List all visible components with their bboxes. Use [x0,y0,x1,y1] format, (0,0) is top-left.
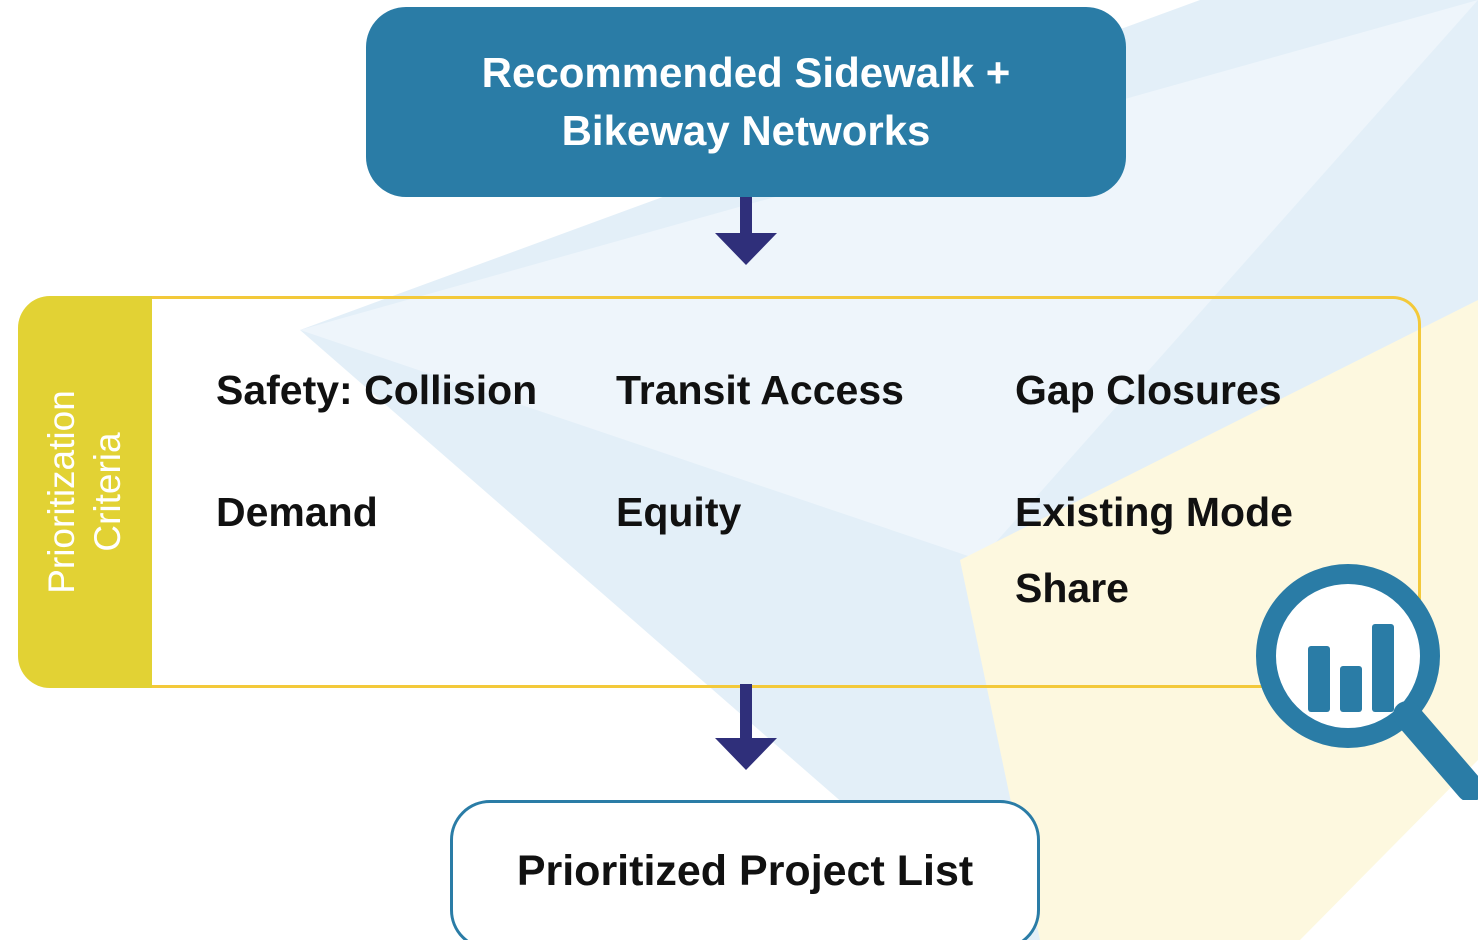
criteria-tab-label-line1: Prioritization [41,390,82,594]
criterion-existing-mode-share: Existing Mode Share [1015,489,1293,611]
bg-white-corner [1300,760,1478,940]
criterion-demand: Demand [216,489,378,535]
criteria-tab-label: Prioritization Criteria [39,390,131,594]
source-networks-box: Recommended Sidewalk + Bikeway Networks [366,7,1126,197]
criterion-safety-collision: Safety: Collision [216,367,538,413]
criterion-gap-closures: Gap Closures [1015,367,1282,413]
prioritization-criteria-panel: Prioritization Criteria Safety: Collisio… [18,296,1422,688]
prioritized-project-list-title: Prioritized Project List [516,847,974,895]
criteria-tab: Prioritization Criteria [18,296,152,688]
criterion-transit-access: Transit Access [616,367,904,413]
criterion-equity: Equity [616,489,742,535]
criteria-box [152,296,1421,688]
bg-yellow-shape [960,300,1478,940]
criteria-tab-label-line2: Criteria [87,432,128,552]
prioritized-project-list-box: Prioritized Project List [450,800,1040,940]
source-networks-title: Recommended Sidewalk + Bikeway Networks [481,49,1011,154]
down-arrow-icon [715,684,777,770]
bg-white-wedge [300,0,1478,560]
down-arrow-icon [715,197,777,265]
magnifying-glass-bar-chart-icon [1256,564,1478,800]
